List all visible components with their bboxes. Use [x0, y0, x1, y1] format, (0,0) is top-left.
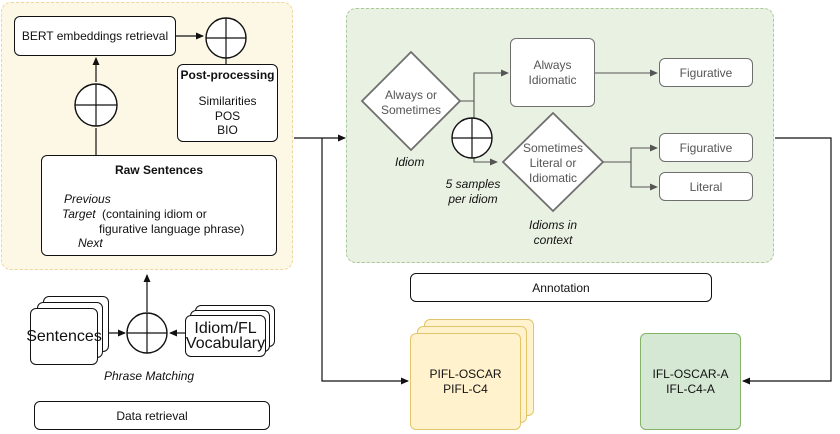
context-line: context [533, 233, 573, 247]
bert-embeddings-box: BERT embeddings retrieval [14, 16, 176, 56]
samples-label: 5 samples per idiom [433, 177, 513, 207]
raw-title: Raw Sentences [114, 163, 204, 177]
decision2-line: Sometimes [522, 141, 584, 155]
sentences-box: Sentences [26, 308, 102, 365]
raw-target-text: figurative language phrase) [99, 222, 245, 236]
data-retrieval-label-box: Data retrieval [34, 401, 270, 430]
decision1-line: Always or [384, 88, 437, 102]
samples-line: 5 samples [445, 177, 501, 191]
bert-label: BERT embeddings retrieval [21, 29, 169, 43]
annotation-label-box: Annotation [410, 273, 712, 302]
literal-label: Literal [689, 179, 723, 194]
raw-sentences-box: Raw Sentences Previous Target (containin… [41, 155, 277, 256]
ifl-oscar-a: IFL-OSCAR-A [652, 366, 729, 381]
vocabulary-box: Idiom/FL Vocabulary [185, 315, 266, 357]
vocab-label: Idiom/FL [194, 320, 257, 337]
arrow-annotation-to-green-output [742, 137, 832, 385]
figurative-label: Figurative [679, 140, 733, 155]
raw-target-label: Target [62, 207, 96, 221]
vocab-label: Vocabulary [185, 335, 266, 352]
arrow-split-to-figurative [630, 144, 658, 162]
samples-line: per idiom [448, 192, 498, 206]
always-line: Always [533, 57, 572, 72]
literal-box: Literal [659, 172, 753, 201]
decision-always-sometimes [360, 50, 462, 152]
context-line: Idioms in [528, 218, 578, 232]
postproc-item: Similarities [198, 94, 257, 108]
context-label: Idioms in context [512, 218, 594, 248]
decision-sometimes-literal [501, 111, 605, 213]
always-line: Idiomatic [528, 72, 577, 87]
sentences-label: Sentences [26, 327, 102, 345]
raw-target-text: (containing idiom or [102, 207, 207, 221]
arrow-data-to-yellow-output [321, 138, 409, 385]
figurative-box-bottom: Figurative [659, 133, 753, 162]
arrow-split-to-literal [630, 162, 658, 191]
decision1-text: Always or Sometimes [362, 88, 460, 118]
postproc-title: Post-processing [180, 68, 275, 82]
ifl-output-box: IFL-OSCAR-A IFL-C4-A [640, 333, 741, 430]
ifl-c4-a: IFL-C4-A [666, 381, 715, 396]
data-retrieval-label: Data retrieval [116, 408, 188, 423]
decision2-text: Sometimes Literal or Idiomatic [503, 141, 603, 186]
figurative-box-top: Figurative [659, 58, 753, 87]
annotation-label: Annotation [532, 280, 590, 295]
decision2-line: Idiomatic [528, 171, 578, 185]
postprocessing-box: Post-processing Similarities POS BIO [177, 64, 278, 142]
postproc-item: BIO [217, 123, 238, 137]
raw-next: Next [78, 236, 103, 250]
arrow-decision-to-always [460, 69, 509, 102]
idiom-label: Idiom [395, 155, 425, 169]
pifl-c4: PIFL-C4 [443, 381, 488, 396]
decision1-line: Sometimes [380, 103, 442, 117]
figurative-label: Figurative [679, 65, 733, 80]
phrase-matching-label: Phrase Matching [104, 369, 195, 383]
postproc-item: POS [214, 109, 241, 123]
pifl-oscar: PIFL-OSCAR [429, 366, 502, 381]
always-idiomatic-box: Always Idiomatic [510, 38, 595, 107]
pifl-output-box: PIFL-OSCAR PIFL-C4 [410, 333, 521, 430]
raw-previous: Previous [64, 192, 111, 206]
decision2-line: Literal or [529, 156, 577, 170]
